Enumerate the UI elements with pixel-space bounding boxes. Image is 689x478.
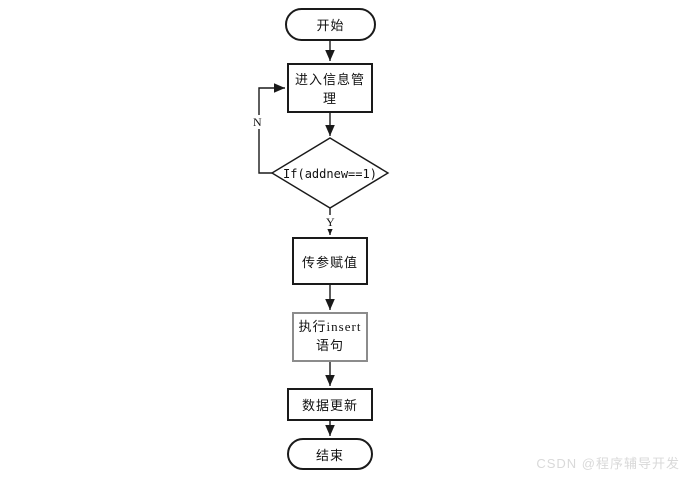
data-update-label: 数据更新 bbox=[301, 398, 358, 413]
arrow-no-branch-loopback bbox=[258, 83, 285, 174]
execute-insert-label-line1: 执行insert bbox=[298, 319, 362, 335]
assign-params-label: 传参赋值 bbox=[301, 254, 358, 270]
edge-label-no: N bbox=[251, 115, 264, 129]
enter-info-management-node: 进入信息管理 bbox=[287, 63, 373, 113]
end-node: 结束 bbox=[287, 438, 373, 470]
edge-label-yes: Y bbox=[324, 215, 337, 229]
end-node-label: 结束 bbox=[315, 447, 344, 463]
decision-node-label: If(addnew==1) bbox=[283, 166, 377, 181]
decision-node-label-wrap: If(addnew==1) bbox=[272, 165, 388, 182]
execute-insert-node: 执行insert 语句 bbox=[292, 312, 368, 362]
decision-diamond-shape bbox=[270, 137, 390, 209]
execute-insert-label-line2: 语句 bbox=[315, 338, 344, 353]
start-node: 开始 bbox=[285, 8, 376, 41]
assign-params-node: 传参赋值 bbox=[292, 237, 368, 285]
data-update-node: 数据更新 bbox=[287, 388, 373, 421]
csdn-watermark: CSDN @程序辅导开发 bbox=[536, 456, 680, 471]
enter-info-management-label: 进入信息管理 bbox=[294, 72, 365, 106]
start-node-label: 开始 bbox=[316, 18, 345, 33]
